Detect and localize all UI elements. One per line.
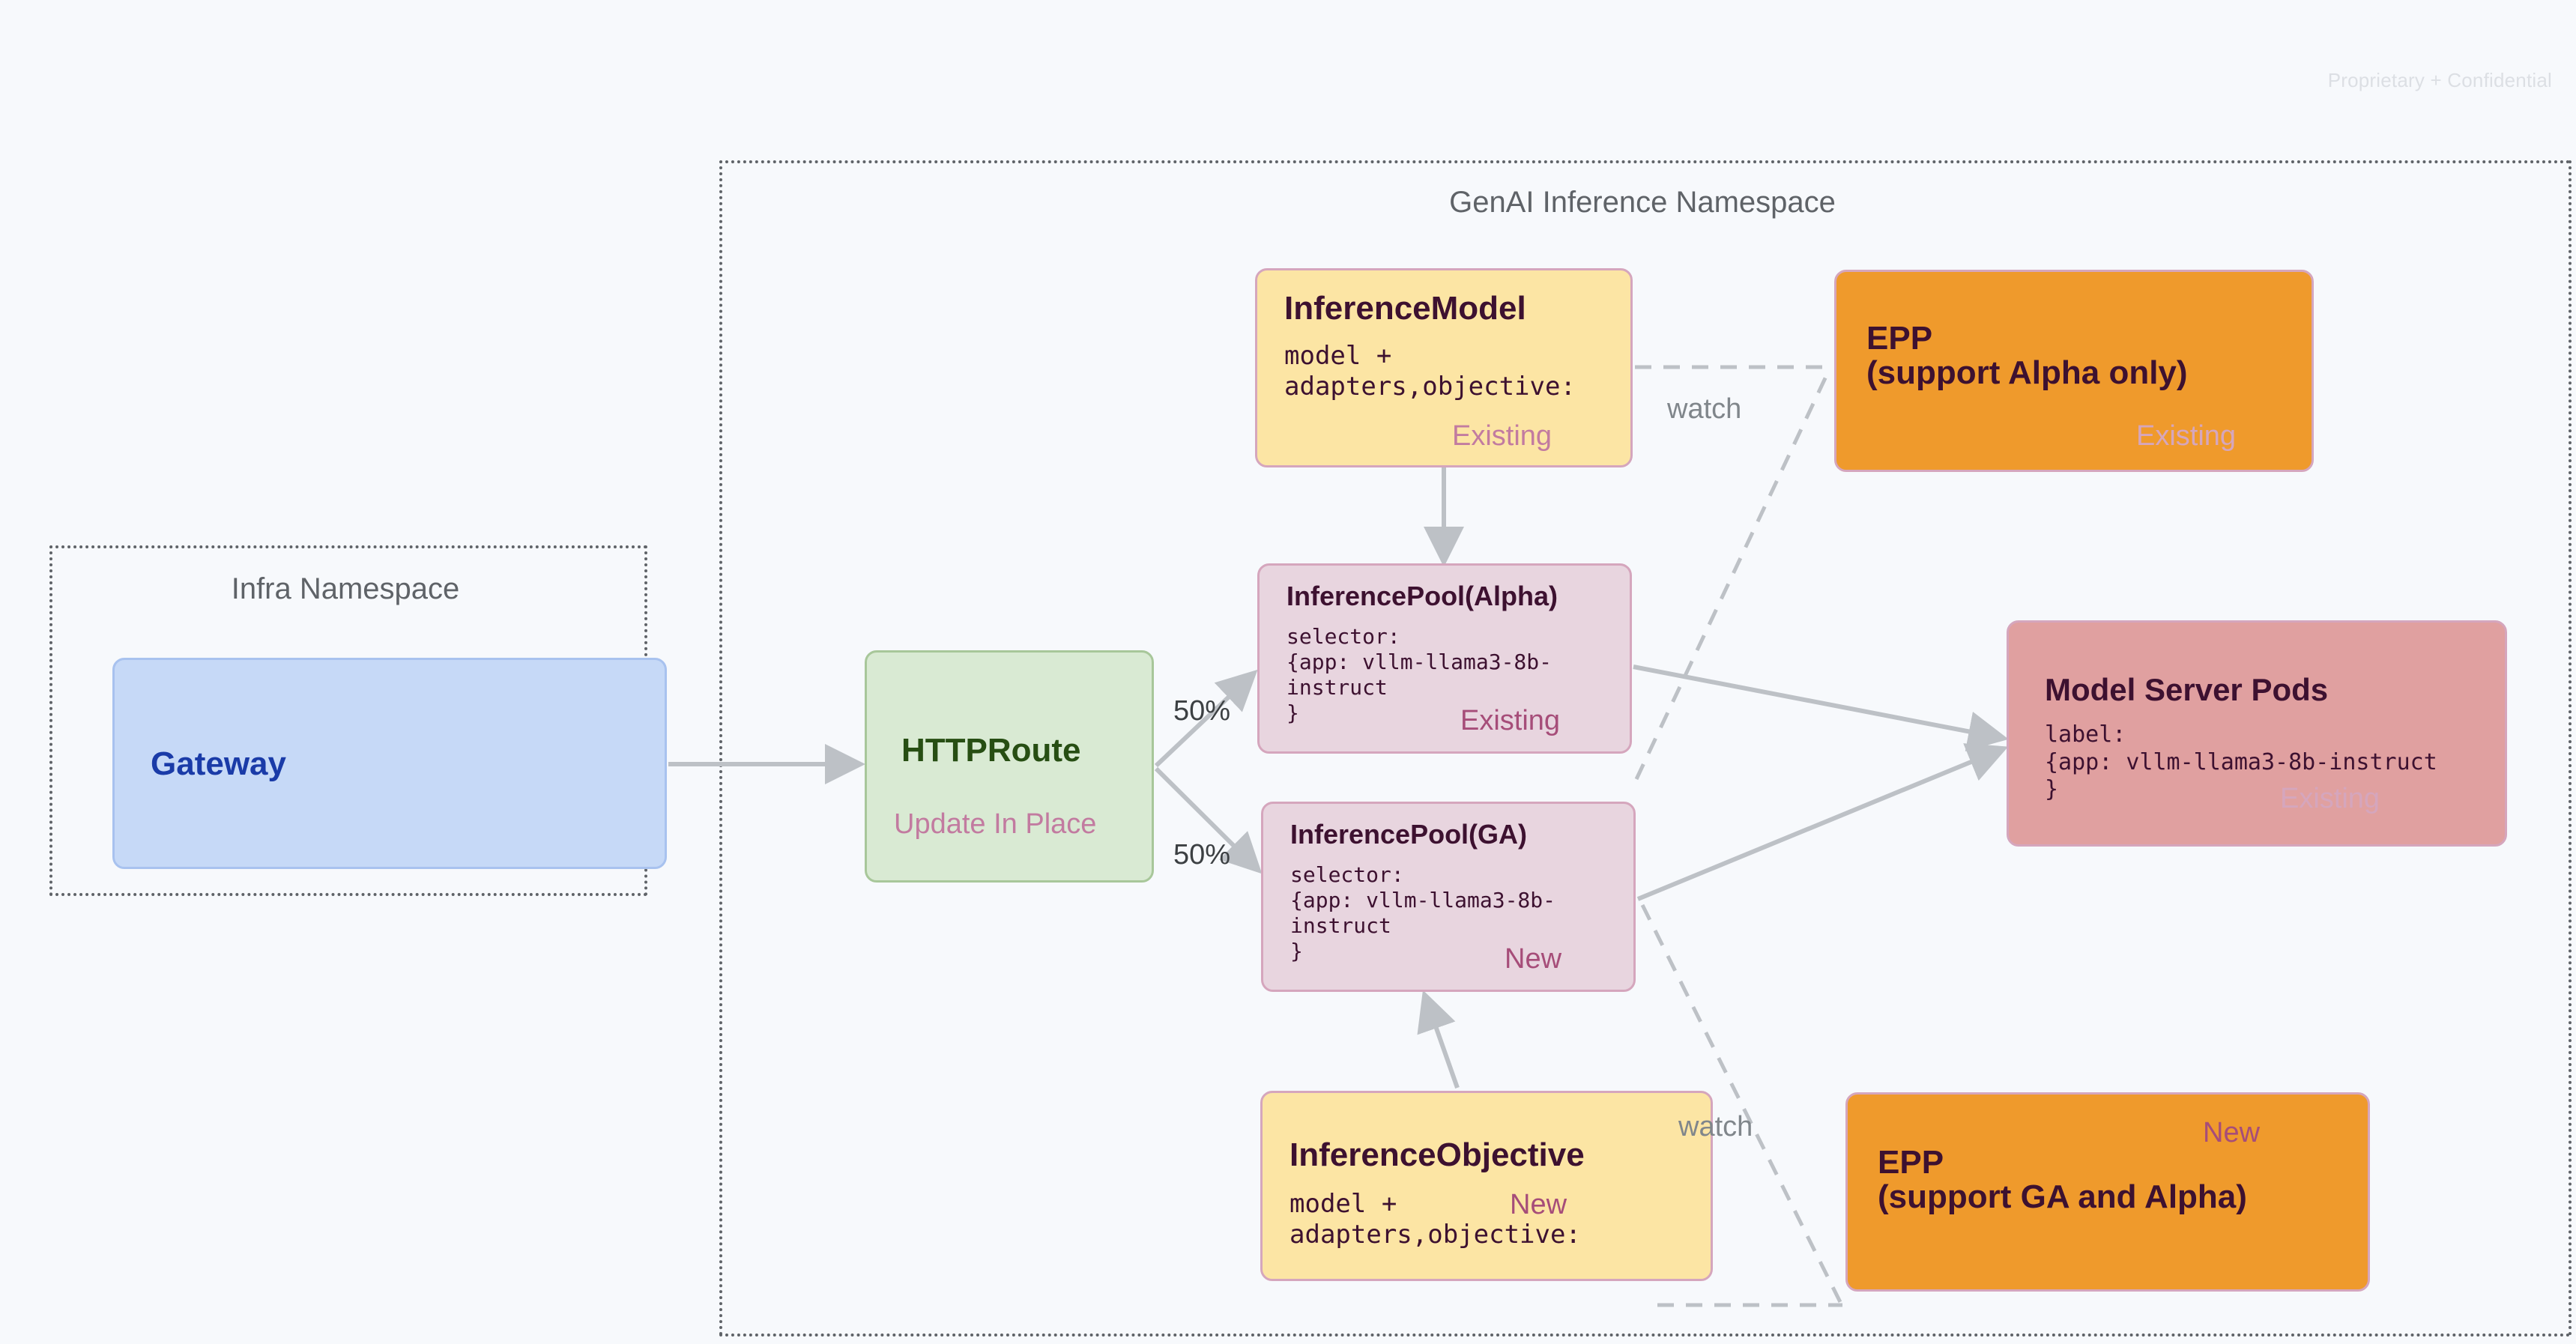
- model-server-pods-status-badge: Existing: [2280, 783, 2380, 814]
- httproute-status-badge: Update In Place: [894, 808, 1097, 840]
- epp-alpha-status-badge: Existing: [2136, 420, 2237, 452]
- inferencemodel-node[interactable]: InferenceModel model + adapters,objectiv…: [1255, 268, 1633, 467]
- inferencemodel-spec: model + adapters,objective:: [1284, 341, 1576, 402]
- inferencepool-ga-title: InferencePool(GA): [1290, 819, 1528, 850]
- inferencepool-alpha-status-badge: Existing: [1460, 705, 1561, 736]
- epp-alpha-title: EPP (support Alpha only): [1866, 320, 2188, 392]
- model-server-pods-title: Model Server Pods: [2045, 672, 2329, 707]
- inferencepool-alpha-spec: selector: {app: vllm-llama3-8b-instruct …: [1287, 624, 1552, 726]
- inferencepool-alpha-node[interactable]: InferencePool(Alpha) selector: {app: vll…: [1257, 563, 1632, 754]
- confidentiality-watermark: Proprietary + Confidential: [2327, 69, 2552, 91]
- epp-ga-node[interactable]: EPP (support GA and Alpha) New: [1845, 1092, 2370, 1292]
- httproute-title: HTTPRoute: [901, 732, 1081, 769]
- genai-namespace-title: GenAI Inference Namespace: [1449, 186, 1836, 219]
- epp-ga-status-badge: New: [2203, 1117, 2261, 1148]
- edge-label-split-top: 50%: [1173, 695, 1231, 727]
- edge-label-split-bottom: 50%: [1173, 839, 1231, 871]
- inferenceobjective-status-badge: New: [1510, 1189, 1567, 1220]
- inferenceobjective-spec: model + adapters,objective:: [1289, 1189, 1581, 1250]
- inferencepool-ga-status-badge: New: [1505, 943, 1562, 975]
- inferencemodel-title: InferenceModel: [1284, 290, 1526, 327]
- edge-label-watch-bottom: watch: [1678, 1111, 1753, 1142]
- edge-label-watch-top: watch: [1667, 393, 1742, 425]
- inferenceobjective-node[interactable]: InferenceObjective model + adapters,obje…: [1260, 1091, 1713, 1281]
- model-server-pods-spec: label: {app: vllm-llama3-8b-instruct }: [2045, 721, 2437, 803]
- inferencemodel-status-badge: Existing: [1452, 420, 1552, 452]
- epp-alpha-node[interactable]: EPP (support Alpha only) Existing: [1834, 270, 2314, 472]
- inferencepool-ga-node[interactable]: InferencePool(GA) selector: {app: vllm-l…: [1261, 802, 1636, 992]
- inferencepool-ga-spec: selector: {app: vllm-llama3-8b-instruct …: [1290, 862, 1556, 964]
- gateway-node[interactable]: Gateway: [112, 658, 667, 869]
- gateway-title: Gateway: [151, 745, 286, 782]
- epp-ga-title: EPP (support GA and Alpha): [1878, 1144, 2247, 1216]
- inferencepool-alpha-title: InferencePool(Alpha): [1287, 581, 1558, 611]
- infra-namespace-title: Infra Namespace: [231, 572, 460, 605]
- httproute-node[interactable]: HTTPRoute Update In Place: [865, 650, 1154, 883]
- genai-namespace-container: [719, 160, 2572, 1337]
- model-server-pods-node[interactable]: Model Server Pods label: {app: vllm-llam…: [2007, 620, 2507, 847]
- inferenceobjective-title: InferenceObjective: [1289, 1136, 1585, 1173]
